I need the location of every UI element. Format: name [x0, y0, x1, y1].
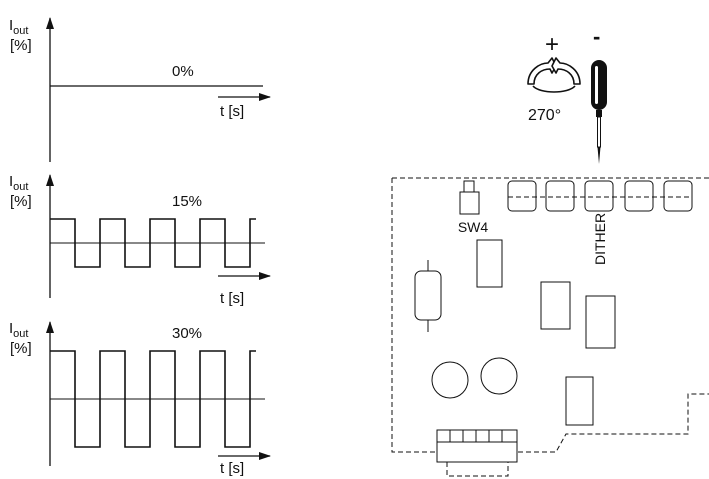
- circuit-board: SW4 DITHER: [391, 177, 709, 477]
- ic-block: [565, 376, 594, 426]
- fuse-component: [414, 260, 442, 332]
- x-axis-label: t [s]: [220, 290, 244, 307]
- switch-sw4: SW4: [458, 180, 489, 235]
- y-axis-unit: [%]: [10, 340, 32, 357]
- dither-wave-15: [50, 218, 256, 268]
- potentiometer-row: [507, 180, 693, 212]
- dither-value-label: 15%: [172, 193, 202, 210]
- dither-potentiometer: [584, 180, 614, 212]
- relay-block: [476, 239, 503, 288]
- round-capacitor: [480, 357, 518, 395]
- dither-value-label: 0%: [172, 63, 194, 80]
- plus-sign: +: [545, 31, 559, 58]
- x-axis-label: t [s]: [220, 460, 244, 477]
- minus-sign: -: [593, 24, 600, 49]
- graph-panel-15: Iout [%] 15% t [s]: [9, 173, 271, 307]
- graph-panel-30: Iout [%] 30% t [s]: [9, 320, 271, 477]
- screwdriver-icon: [591, 60, 607, 164]
- y-axis-label: Iout: [9, 17, 28, 37]
- y-axis-label: Iout: [9, 320, 28, 340]
- angle-label: 270°: [528, 107, 561, 124]
- dither-value-label: 30%: [172, 325, 202, 342]
- rotate-arrows-icon: [527, 57, 581, 93]
- y-axis-label: Iout: [9, 173, 28, 193]
- board-outline: [391, 177, 709, 453]
- terminal-connector: [436, 429, 518, 477]
- graph-panel-0: Iout [%] 0% t [s]: [9, 17, 271, 162]
- dither-label: DITHER: [592, 213, 608, 265]
- y-axis-unit: [%]: [10, 37, 32, 54]
- switch-label: SW4: [458, 219, 489, 235]
- dither-wave-30: [50, 350, 256, 448]
- adjuster: + - 270°: [527, 24, 607, 164]
- capacitor-block: [585, 295, 616, 349]
- y-axis-unit: [%]: [10, 193, 32, 210]
- capacitor-block: [540, 281, 571, 330]
- x-axis-label: t [s]: [220, 103, 244, 120]
- round-capacitor: [431, 361, 469, 399]
